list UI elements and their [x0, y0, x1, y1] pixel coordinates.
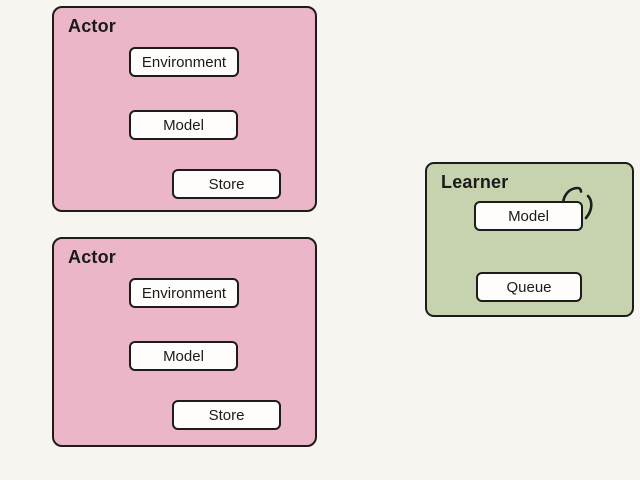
environment-node: Environment — [129, 278, 239, 308]
store-node: Store — [172, 169, 281, 199]
actor-title: Actor — [68, 247, 117, 267]
actor-title: Actor — [68, 16, 117, 36]
learner-title: Learner — [441, 172, 509, 192]
learner-group: Learner Model Queue — [425, 162, 634, 317]
actor-group-2: Actor Environment Model Store — [52, 237, 317, 447]
environment-node: Environment — [129, 47, 239, 77]
model-node: Model — [129, 110, 238, 140]
self-loop-arrow-icon — [561, 186, 593, 220]
actor-group-1: Actor Environment Model Store — [52, 6, 317, 212]
learner-model-node: Model — [474, 201, 583, 231]
store-node: Store — [172, 400, 281, 430]
model-node: Model — [129, 341, 238, 371]
queue-node: Queue — [476, 272, 582, 302]
